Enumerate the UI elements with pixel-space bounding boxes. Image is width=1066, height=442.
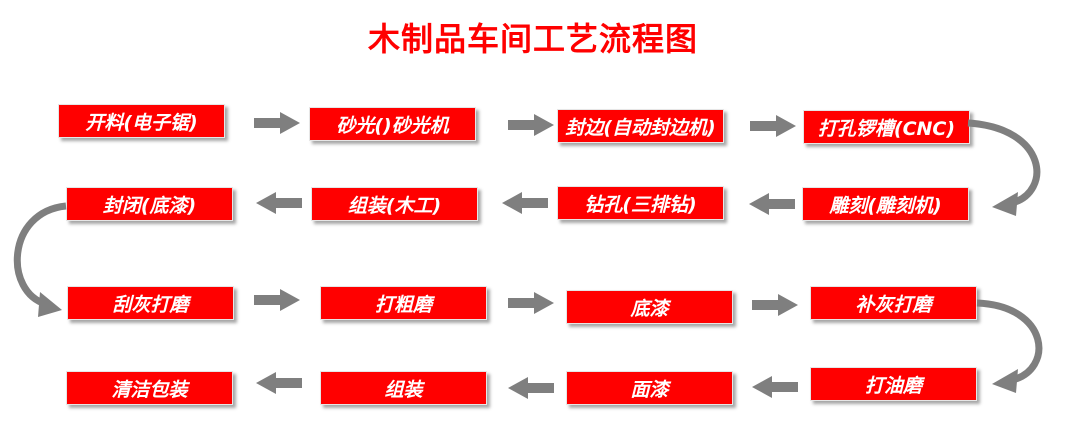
step-edge-banding: 封边(自动封边机) [557, 109, 724, 143]
arrow-left-icon [752, 376, 798, 398]
arrow-left-icon [502, 192, 548, 214]
step-assembly-carpentry: 组装(木工) [311, 187, 478, 221]
step-drilling-grooving: 打孔锣槽(CNC) [803, 110, 970, 144]
step-cutting: 开料(电子锯) [58, 104, 225, 138]
step-topcoat: 面漆 [566, 371, 733, 405]
arrow-right-icon [254, 112, 300, 134]
arrow-left-icon [749, 193, 795, 215]
step-clean-pack: 清洁包装 [66, 371, 233, 405]
arrow-left-icon [256, 372, 302, 394]
arrow-left-icon [508, 377, 554, 399]
step-carving: 雕刻(雕刻机) [802, 187, 969, 221]
page-title: 木制品车间工艺流程图 [367, 20, 698, 58]
step-putty-sanding: 刮灰打磨 [67, 286, 234, 320]
arrow-right-icon [752, 294, 798, 316]
step-oil-sanding: 打油磨 [810, 367, 977, 401]
step-assembly: 组装 [320, 371, 487, 405]
step-sealing: 封闭(底漆) [66, 187, 233, 221]
arrow-right-icon [508, 114, 554, 136]
arrow-right-icon [508, 292, 554, 314]
step-sanding: 砂光()砂光机 [309, 107, 476, 141]
arrow-left-icon [256, 192, 302, 214]
step-touch-up-sanding: 补灰打磨 [810, 286, 977, 320]
arrow-right-icon [750, 115, 796, 137]
step-rough-sanding: 打粗磨 [320, 286, 487, 320]
step-boring: 钻孔(三排钻) [557, 186, 724, 220]
step-primer: 底漆 [566, 290, 733, 324]
arrow-right-icon [254, 289, 300, 311]
